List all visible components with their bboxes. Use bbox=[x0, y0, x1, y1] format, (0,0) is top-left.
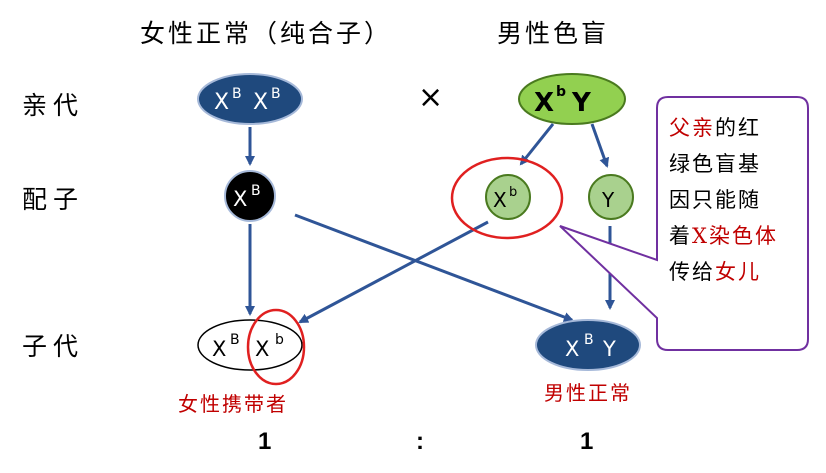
arrow-male-to-y-gamete bbox=[590, 123, 610, 168]
svg-text:Y: Y bbox=[602, 337, 616, 361]
svg-text:X: X bbox=[233, 187, 247, 211]
daughter-xb-highlight bbox=[246, 308, 306, 386]
female-gamete: X B bbox=[224, 170, 276, 222]
callout-bubble bbox=[559, 96, 809, 351]
svg-text:X: X bbox=[214, 90, 229, 115]
svg-text:X: X bbox=[255, 337, 269, 361]
daughter-genotype: X B X b bbox=[197, 308, 306, 386]
male-y-gamete: Y bbox=[588, 174, 634, 220]
svg-text:Y: Y bbox=[601, 188, 615, 212]
row-label-offspring: 子代 bbox=[22, 332, 85, 361]
callout-line-1: 父亲的红 bbox=[669, 116, 761, 140]
row-label-parent: 亲代 bbox=[22, 91, 85, 120]
svg-text:B: B bbox=[271, 86, 281, 102]
female-parent-header: 女性正常（纯合子） bbox=[140, 19, 393, 48]
callout-line-5: 传给女儿 bbox=[669, 260, 761, 284]
svg-text:Y: Y bbox=[571, 88, 592, 118]
svg-text:X: X bbox=[493, 188, 507, 212]
ratio-son: 1 bbox=[580, 428, 594, 455]
male-x-gamete: X b bbox=[450, 156, 564, 240]
son-genotype: X B Y bbox=[535, 319, 641, 371]
svg-text:X: X bbox=[565, 337, 579, 361]
svg-text:b: b bbox=[509, 185, 517, 200]
male-parent-genotype: X b Y bbox=[518, 73, 626, 125]
svg-text:B: B bbox=[230, 332, 240, 348]
daughter-result-label: 女性携带者 bbox=[178, 392, 288, 416]
callout-line-4: 着X染色体 bbox=[669, 224, 778, 248]
female-parent-genotype: X B X B bbox=[197, 73, 303, 125]
ratio-daughter: 1 bbox=[258, 428, 272, 455]
arrow-male-to-x-gamete bbox=[519, 123, 555, 166]
row-label-gamete: 配子 bbox=[22, 185, 85, 214]
svg-text:X: X bbox=[212, 337, 226, 361]
ratio-separator: : bbox=[416, 428, 424, 455]
svg-text:B: B bbox=[251, 183, 261, 199]
svg-text:b: b bbox=[556, 84, 566, 100]
callout-text: 父亲的红 绿色盲基 因只能随 着X染色体 传给女儿 bbox=[669, 110, 805, 290]
callout-line-3: 因只能随 bbox=[669, 188, 761, 212]
svg-text:B: B bbox=[584, 332, 594, 348]
arrow-x-gamete-to-daughter bbox=[298, 220, 489, 324]
svg-text:X: X bbox=[534, 88, 554, 118]
svg-text:B: B bbox=[232, 86, 242, 102]
arrow-female-gamete-to-son bbox=[294, 213, 574, 322]
son-result-label: 男性正常 bbox=[544, 381, 632, 405]
cross-symbol: × bbox=[418, 80, 444, 115]
svg-text:b: b bbox=[275, 332, 284, 348]
male-parent-header: 男性色盲 bbox=[497, 19, 610, 48]
male-x-gamete-highlight bbox=[450, 156, 564, 240]
callout-line-2: 绿色盲基 bbox=[669, 152, 761, 176]
svg-text:X: X bbox=[253, 90, 268, 115]
